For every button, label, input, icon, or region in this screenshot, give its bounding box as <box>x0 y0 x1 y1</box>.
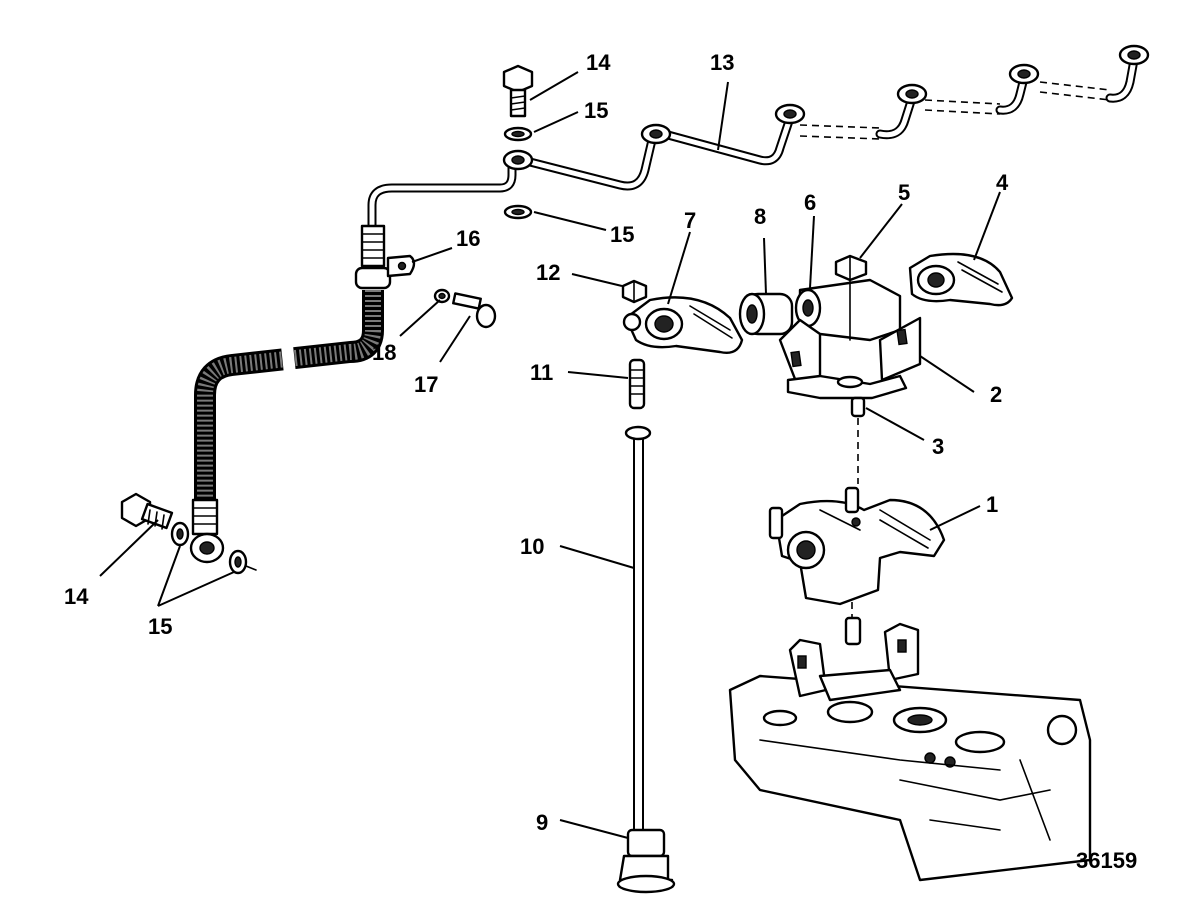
rocker-shaft-nut <box>834 254 868 282</box>
top-sealing-washer-upper <box>503 126 533 142</box>
clip-washer <box>433 288 451 304</box>
callout-15-left: 15 <box>148 614 172 639</box>
top-banjo-bolt <box>502 64 534 118</box>
callout-1: 1 <box>986 492 998 517</box>
lower-sealing-washer-front <box>170 521 190 547</box>
callout-4: 4 <box>996 170 1009 195</box>
callout-10: 10 <box>520 534 544 559</box>
banjo-fitting <box>1118 44 1150 66</box>
callout-3: 3 <box>932 434 944 459</box>
callout-2: 2 <box>990 382 1002 407</box>
clip-bolt <box>452 292 497 329</box>
banjo-fitting <box>774 103 806 125</box>
callout-6: 6 <box>804 190 816 215</box>
callout-8: 8 <box>754 204 766 229</box>
leader-8 <box>763 237 767 295</box>
lower-sealing-washer-rear <box>228 549 257 575</box>
callout-14-left: 14 <box>64 584 89 609</box>
leader-12 <box>571 273 623 287</box>
leader-16 <box>411 247 453 263</box>
locating-dowel <box>850 396 866 418</box>
figure-number: 36159 <box>1076 848 1137 873</box>
callout-11: 11 <box>530 360 553 385</box>
oil-hose <box>189 224 392 564</box>
leader-15-top-a <box>533 111 579 133</box>
banjo-fitting <box>1008 63 1040 85</box>
leader-14-left <box>99 519 159 577</box>
leader-14-top <box>529 71 579 101</box>
callout-12: 12 <box>536 260 560 285</box>
callout-14-top: 14 <box>586 50 611 75</box>
leader-9 <box>559 819 629 839</box>
leader-13 <box>717 81 729 151</box>
leader-2 <box>919 355 975 393</box>
banjo-fitting <box>640 123 672 145</box>
callout-9: 9 <box>536 810 548 835</box>
oil-line-assembly <box>367 44 1150 237</box>
push-rod <box>624 425 652 830</box>
leader-lines <box>99 71 1001 839</box>
leader-17 <box>439 315 471 363</box>
leader-4 <box>973 191 1001 261</box>
callout-15-top-b: 15 <box>610 222 634 247</box>
top-sealing-washer-lower <box>503 204 533 220</box>
leader-3 <box>865 407 925 441</box>
cylinder-head <box>728 616 1092 882</box>
rocker-arm-nut <box>621 279 648 304</box>
callout-17: 17 <box>414 372 438 397</box>
callout-16: 16 <box>456 226 480 251</box>
leader-15-top-b <box>533 211 607 231</box>
adjusting-screw <box>628 358 646 410</box>
leader-15-left <box>157 545 235 607</box>
banjo-fitting <box>502 149 534 171</box>
rocker-arm-assembly <box>768 486 946 606</box>
callout-13: 13 <box>710 50 734 75</box>
rocker-arm-left <box>622 296 744 354</box>
leader-7 <box>667 231 691 305</box>
callout-15-top-a: 15 <box>584 98 608 123</box>
hose-clip <box>386 254 416 278</box>
callout-7: 7 <box>684 208 696 233</box>
banjo-fitting <box>896 83 928 105</box>
callout-18: 18 <box>372 340 396 365</box>
lower-banjo-bolt <box>120 492 174 530</box>
valve-tappet <box>616 828 676 894</box>
leader-1 <box>929 505 981 531</box>
callout-5: 5 <box>898 180 910 205</box>
leader-5 <box>859 203 903 259</box>
leader-10 <box>559 545 635 569</box>
leader-6 <box>809 215 815 289</box>
rocker-shaft-bushing <box>738 292 794 336</box>
rocker-arm-right <box>908 252 1014 307</box>
rocker-shaft-support <box>778 278 922 400</box>
leader-18 <box>399 299 441 337</box>
leader-11 <box>567 371 629 379</box>
